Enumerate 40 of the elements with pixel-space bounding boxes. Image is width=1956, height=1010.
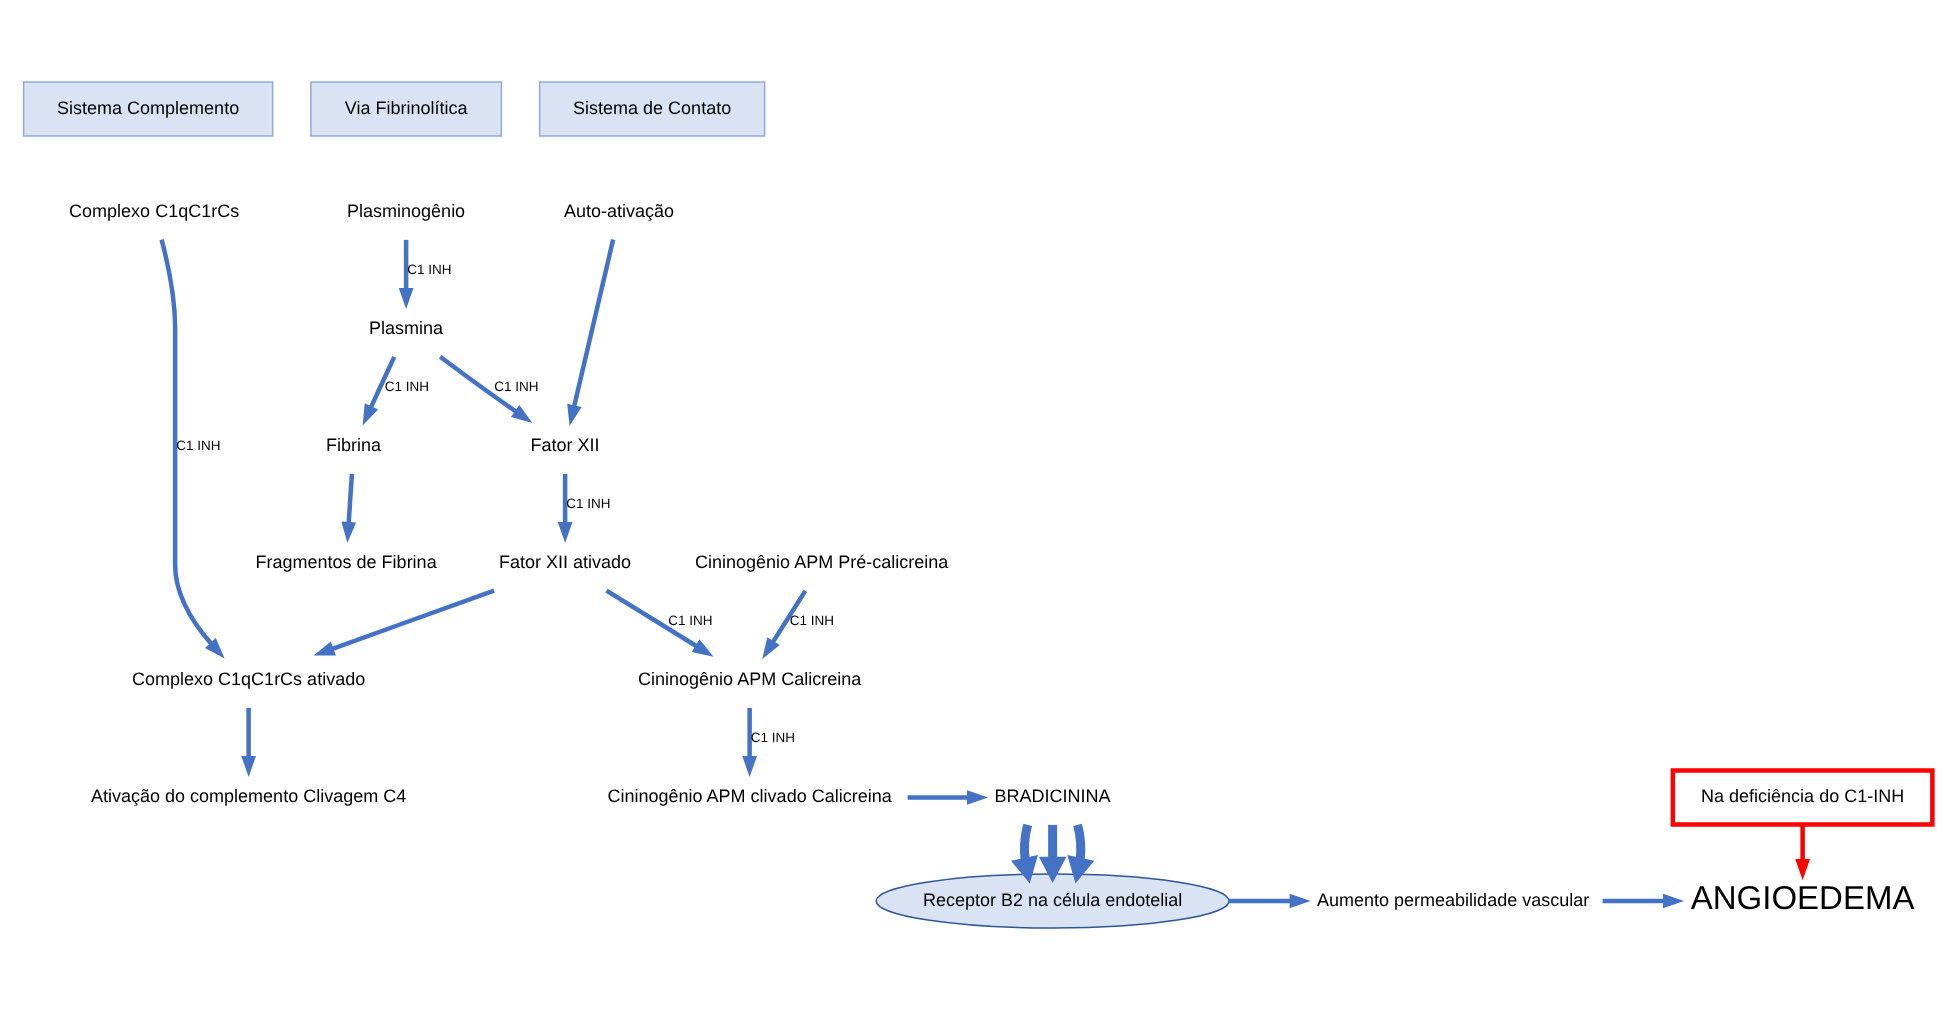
node-text: Ativação do complemento Clivagem C4 bbox=[91, 786, 407, 807]
node-box: Via Fibrinolítica bbox=[310, 81, 503, 137]
node-text: Cininogênio APM clivado Calicreina bbox=[607, 786, 892, 807]
node-box: Na deficiência do C1-INH bbox=[1670, 768, 1935, 827]
node-text: Cininogênio APM Pré-calicreina bbox=[695, 552, 949, 573]
node-ellipse: Receptor B2 na célula endotelial bbox=[875, 873, 1230, 929]
arrow bbox=[159, 239, 225, 659]
node-text: BRADICININA bbox=[994, 786, 1111, 807]
arrow bbox=[1229, 893, 1311, 909]
arrow bbox=[907, 790, 989, 805]
node-text: Fibrina bbox=[326, 435, 382, 456]
node-text: Fragmentos de Fibrina bbox=[255, 552, 437, 573]
node-text: Plasmina bbox=[369, 318, 444, 339]
node-text: Cininogênio APM Calicreina bbox=[638, 669, 862, 690]
node-text: Fator XII bbox=[530, 435, 600, 456]
node-text: Auto-ativação bbox=[564, 201, 675, 222]
node-box: Sistema de Contato bbox=[538, 81, 766, 137]
node-text: Fator XII ativado bbox=[499, 552, 632, 573]
node-text: ANGIOEDEMA bbox=[1690, 881, 1915, 918]
node-box: Sistema Complemento bbox=[22, 81, 274, 137]
node-text: Complexo C1qC1rCs ativado bbox=[132, 669, 366, 690]
arrow bbox=[762, 589, 808, 659]
arrow bbox=[1602, 893, 1685, 909]
arrow bbox=[398, 239, 414, 310]
arrow bbox=[1038, 824, 1067, 884]
arrow bbox=[1795, 824, 1810, 881]
node-text: Complexo C1qC1rCs bbox=[69, 201, 240, 222]
arrow bbox=[567, 239, 616, 426]
arrow bbox=[313, 588, 495, 656]
arrow bbox=[341, 473, 357, 544]
arrow bbox=[742, 707, 757, 778]
arrow bbox=[362, 355, 397, 426]
arrow bbox=[557, 473, 573, 544]
node-text: Plasminogênio bbox=[347, 201, 466, 222]
node-text: Aumento permeabilidade vascular bbox=[1317, 889, 1590, 910]
arrow bbox=[1067, 823, 1095, 884]
arrow bbox=[241, 707, 256, 778]
arrow bbox=[438, 354, 533, 423]
arrow bbox=[605, 588, 714, 657]
arrow bbox=[1011, 823, 1038, 884]
